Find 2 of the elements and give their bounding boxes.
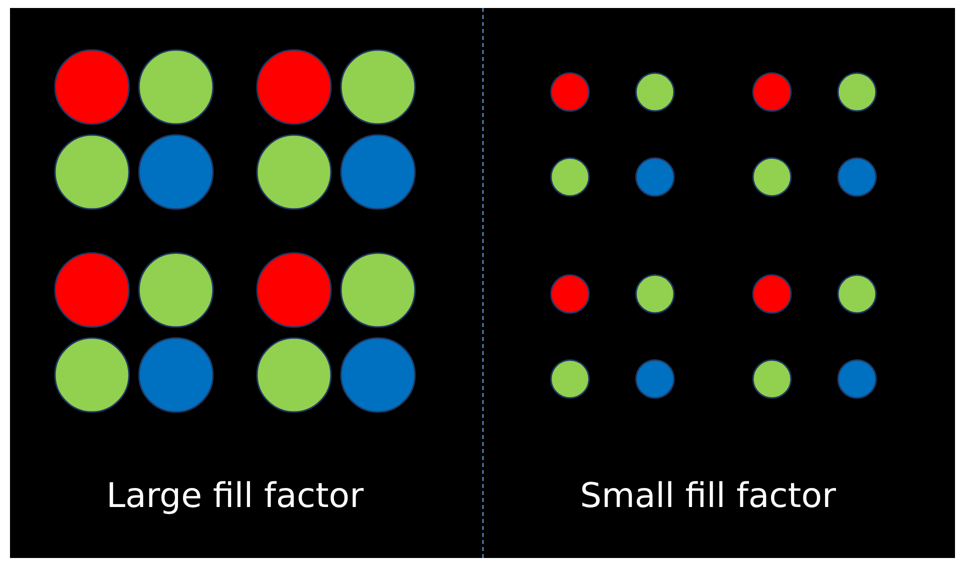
panel-caption: Large fill factor xyxy=(106,476,364,516)
panel-caption: Small fill factor xyxy=(580,476,836,516)
